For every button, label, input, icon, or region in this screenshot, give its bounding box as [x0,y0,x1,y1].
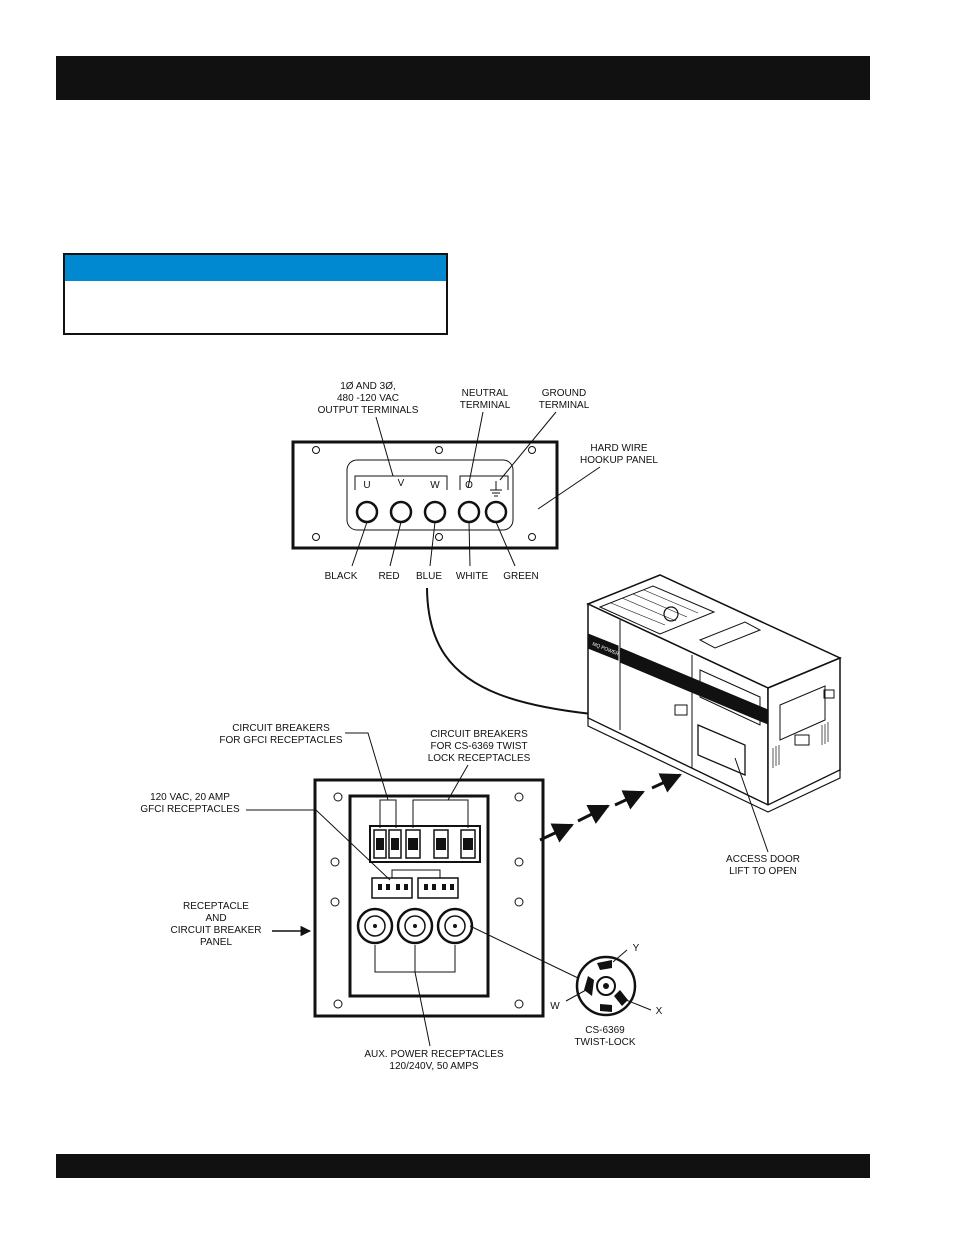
wire-red: RED [378,571,399,582]
wire-white: WHITE [456,571,489,582]
receptacle-panel [313,778,545,1018]
aux-receptacles-label: AUX. POWER RECEPTACLES 120/240V, 50 AMPS [364,1049,504,1072]
svg-text:CIRCUIT BREAKERS: CIRCUIT BREAKERS [232,723,330,734]
gfci-receptacles [371,877,459,899]
pin-w: W [550,1001,560,1012]
output-terminals-label: 1Ø AND 3Ø, 480 -120 VAC OUTPUT TERMINALS [318,381,419,416]
footer-bar [56,1154,870,1178]
svg-text:FOR GFCI RECEPTACLES: FOR GFCI RECEPTACLES [219,735,342,746]
svg-text:TERMINAL: TERMINAL [460,400,511,411]
letter-u: U [363,480,370,491]
svg-text:NEUTRAL: NEUTRAL [462,388,509,399]
svg-text:FOR CS-6369 TWIST: FOR CS-6369 TWIST [430,741,527,752]
ground-symbol-icon [490,481,502,497]
panel-screws [312,446,536,541]
ground-terminal-label: GROUND TERMINAL [539,388,590,411]
note-header [65,255,446,281]
twist-lock-receptacles [356,907,474,945]
terminal-neutral [457,500,481,524]
twistlock-detail-icon [575,955,637,1017]
wire-green: GREEN [503,571,539,582]
svg-text:ACCESS DOOR: ACCESS DOOR [726,854,800,865]
svg-text:120 VAC, 20 AMP: 120 VAC, 20 AMP [150,792,230,803]
terminal-ground [484,500,508,524]
circuit-breakers [369,825,481,863]
access-door-label: ACCESS DOOR LIFT TO OPEN [726,854,800,877]
svg-text:480 -120 VAC: 480 -120 VAC [337,393,399,404]
svg-text:GROUND: GROUND [542,388,586,399]
receptacle-panel-label: RECEPTACLE AND CIRCUIT BREAKER PANEL [171,901,262,948]
hard-wire-panel: U V W O [291,440,559,550]
svg-text:CIRCUIT BREAKERS: CIRCUIT BREAKERS [430,729,528,740]
gfci-breakers-label: CIRCUIT BREAKERS FOR GFCI RECEPTACLES [219,723,342,746]
svg-text:120/240V, 50 AMPS: 120/240V, 50 AMPS [389,1061,478,1072]
svg-text:CIRCUIT BREAKER: CIRCUIT BREAKER [171,925,262,936]
svg-text:RECEPTACLE: RECEPTACLE [183,901,249,912]
wire-blue: BLUE [416,571,442,582]
lifting-eye-icon [663,606,679,622]
panel-screws-2 [330,792,524,1009]
svg-text:LOCK RECEPTACLES: LOCK RECEPTACLES [428,753,531,764]
svg-text:HOOKUP PANEL: HOOKUP PANEL [580,455,658,466]
terminal-v [389,500,413,524]
header-bar [56,56,870,100]
direction-arrows [539,773,682,843]
svg-text:CS-6369: CS-6369 [585,1025,625,1036]
svg-text:HARD WIRE: HARD WIRE [590,443,648,454]
svg-text:PANEL: PANEL [200,937,232,948]
access-door [697,724,746,776]
svg-text:OUTPUT TERMINALS: OUTPUT TERMINALS [318,405,419,416]
letter-w: W [430,480,440,491]
svg-text:AND: AND [205,913,226,924]
twistlock-name-label: CS-6369 TWIST-LOCK [574,1025,635,1048]
pin-x: X [656,1006,663,1017]
hard-wire-panel-label: HARD WIRE HOOKUP PANEL [580,443,658,466]
svg-text:TERMINAL: TERMINAL [539,400,590,411]
svg-text:1Ø AND 3Ø,: 1Ø AND 3Ø, [340,381,396,392]
terminal-u [355,500,379,524]
generator-illustration: MQ POWER [586,574,842,813]
letter-v: V [398,478,405,489]
gfci-receptacles-label: 120 VAC, 20 AMP GFCI RECEPTACLES [140,792,240,815]
svg-text:GFCI RECEPTACLES: GFCI RECEPTACLES [140,804,240,815]
twistlock-breakers-label: CIRCUIT BREAKERS FOR CS-6369 TWIST LOCK … [428,729,531,764]
svg-text:TWIST-LOCK: TWIST-LOCK [574,1037,635,1048]
letter-o: O [465,480,473,491]
neutral-terminal-label: NEUTRAL TERMINAL [460,388,511,411]
terminal-w [423,500,447,524]
wire-black: BLACK [325,571,358,582]
pin-y: Y [633,943,640,954]
svg-text:LIFT TO OPEN: LIFT TO OPEN [729,866,797,877]
svg-text:AUX. POWER RECEPTACLES: AUX. POWER RECEPTACLES [364,1049,504,1060]
note-box [63,253,448,335]
